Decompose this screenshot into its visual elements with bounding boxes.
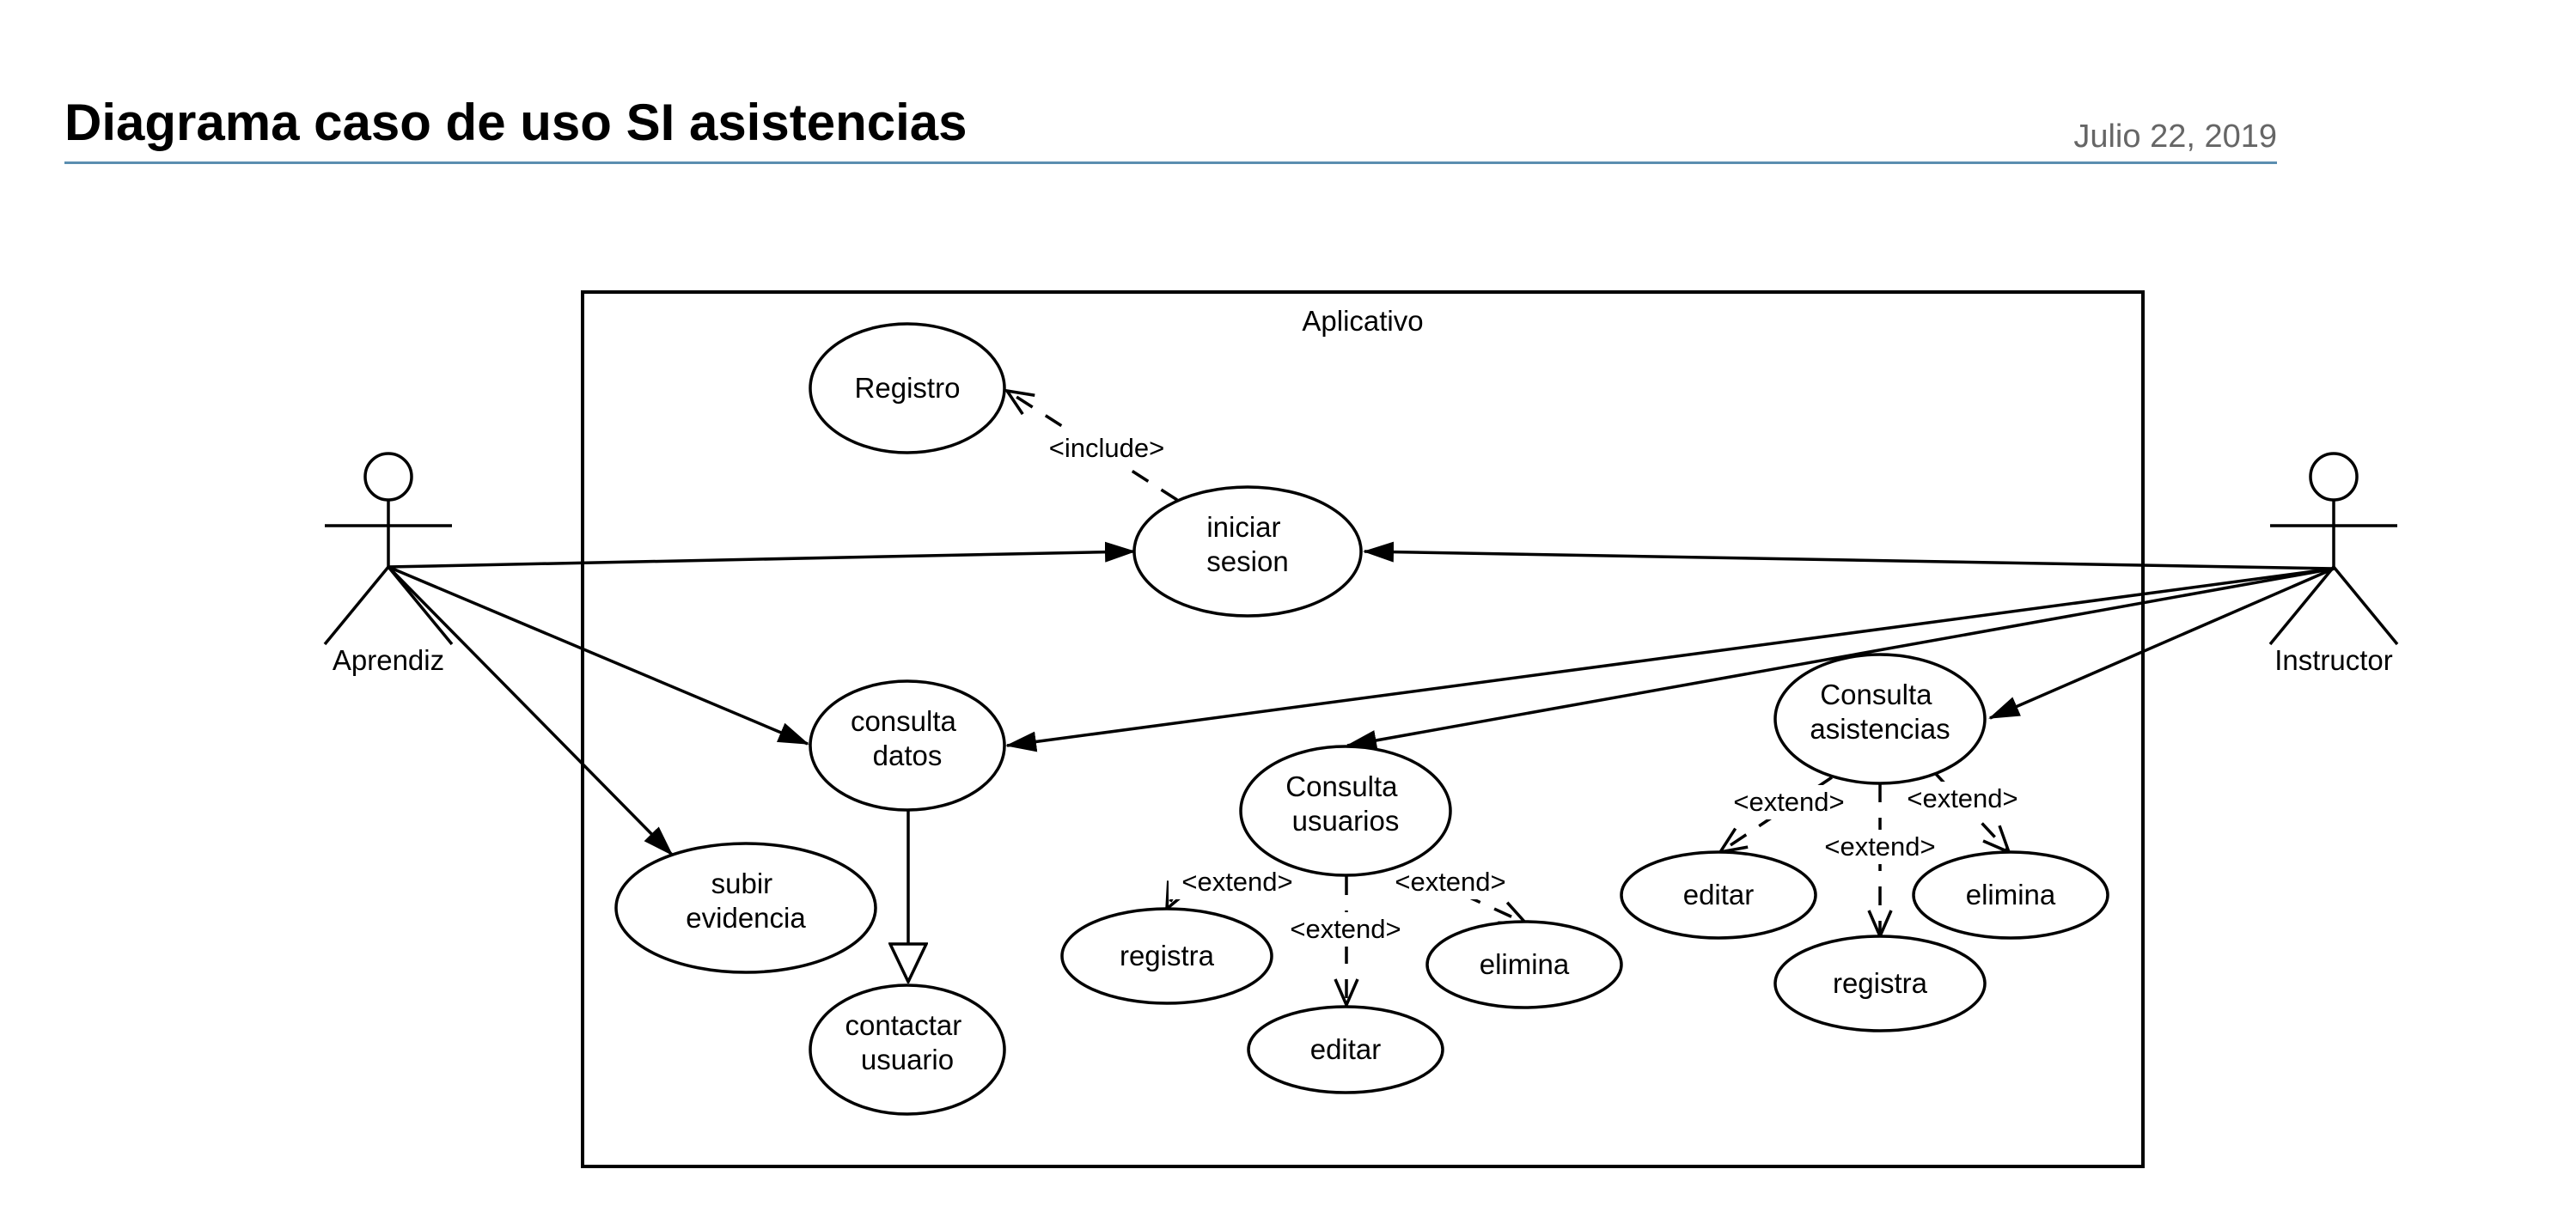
use-case-ca-editar-label: editar xyxy=(1683,879,1755,910)
extend-label-ca-elimina: <extend> xyxy=(1907,783,2017,813)
system-boundary xyxy=(581,290,2145,1168)
extend-label-ca-registra: <extend> xyxy=(1824,831,1935,862)
use-case-consulta-usuarios[interactable] xyxy=(1239,745,1452,877)
use-case-consulta-datos-label: consulta datos xyxy=(851,705,964,771)
actor-instructor[interactable] xyxy=(2268,452,2399,646)
extend-label-ca-editar: <extend> xyxy=(1733,787,1844,817)
extend-label-cu-elimina: <extend> xyxy=(1395,867,1505,897)
extend-label-cu-registra: <extend> xyxy=(1181,867,1292,897)
actor-instructor-head xyxy=(2309,452,2359,502)
use-case-cu-elimina-label: elimina xyxy=(1480,948,1570,980)
use-case-registro-label: Registro xyxy=(855,372,961,404)
actor-instructor-label: Instructor xyxy=(2274,644,2393,676)
assoc-instructor-consulta-usuarios xyxy=(1346,567,2335,751)
assoc-aprendiz-iniciar-sesion xyxy=(388,541,1136,569)
actor-aprendiz-head xyxy=(363,452,413,502)
assoc-instructor-iniciar-sesion xyxy=(1363,541,2335,570)
page-title: Diagrama caso de uso SI asistencias xyxy=(64,94,968,151)
use-case-cu-registra-label: registra xyxy=(1120,940,1215,971)
extend-consulta-asistencias-editar xyxy=(1720,776,1833,852)
use-case-contactar-usuario-label: contactar usuario xyxy=(845,1009,970,1075)
actor-aprendiz-label: Aprendiz xyxy=(333,644,444,676)
use-case-ca-elimina[interactable] xyxy=(1912,850,2109,940)
use-case-cu-editar[interactable] xyxy=(1247,1005,1444,1094)
assoc-instructor-consulta-datos xyxy=(1005,567,2335,752)
use-case-ca-registra-label: registra xyxy=(1833,967,1928,999)
use-case-ca-registra[interactable] xyxy=(1773,935,1987,1032)
system-label: Aplicativo xyxy=(1302,305,1423,337)
assoc-aprendiz-consulta-datos xyxy=(388,565,809,746)
title-divider xyxy=(64,161,2277,164)
use-case-subir-evidencia[interactable] xyxy=(614,842,877,974)
use-case-ca-editar[interactable] xyxy=(1620,850,1817,940)
use-case-ca-elimina-label: elimina xyxy=(1966,879,2056,910)
extend-label-cu-editar: <extend> xyxy=(1290,914,1401,944)
assoc-aprendiz-subir-evidencia xyxy=(387,565,674,856)
use-case-contactar-usuario[interactable] xyxy=(809,983,1006,1116)
use-case-iniciar-sesion[interactable] xyxy=(1132,485,1363,618)
use-case-consulta-datos[interactable] xyxy=(809,679,1006,812)
use-case-registro[interactable] xyxy=(809,322,1006,454)
use-case-consulta-asistencias-label: Consulta asistencias xyxy=(1810,679,1950,745)
actor-aprendiz[interactable] xyxy=(323,452,454,646)
use-case-cu-elimina[interactable] xyxy=(1425,920,1623,1009)
assoc-instructor-consulta-asistencias xyxy=(1988,567,2335,720)
actor-instructor-right-leg xyxy=(2332,565,2399,646)
use-case-consulta-usuarios-label: Consulta usuarios xyxy=(1285,770,1405,837)
use-case-consulta-asistencias[interactable] xyxy=(1773,653,1987,785)
use-case-cu-registra[interactable] xyxy=(1060,907,1273,1005)
actor-instructor-left-leg xyxy=(2268,565,2335,646)
use-case-cu-editar-label: editar xyxy=(1310,1033,1382,1065)
page-date: Julio 22, 2019 xyxy=(2073,119,2277,155)
include-label: <include> xyxy=(1049,433,1164,463)
use-case-iniciar-sesion-label: iniciar sesion xyxy=(1206,511,1288,577)
actor-aprendiz-left-leg xyxy=(323,565,390,646)
use-case-subir-evidencia-label: subir evidencia xyxy=(686,868,806,934)
